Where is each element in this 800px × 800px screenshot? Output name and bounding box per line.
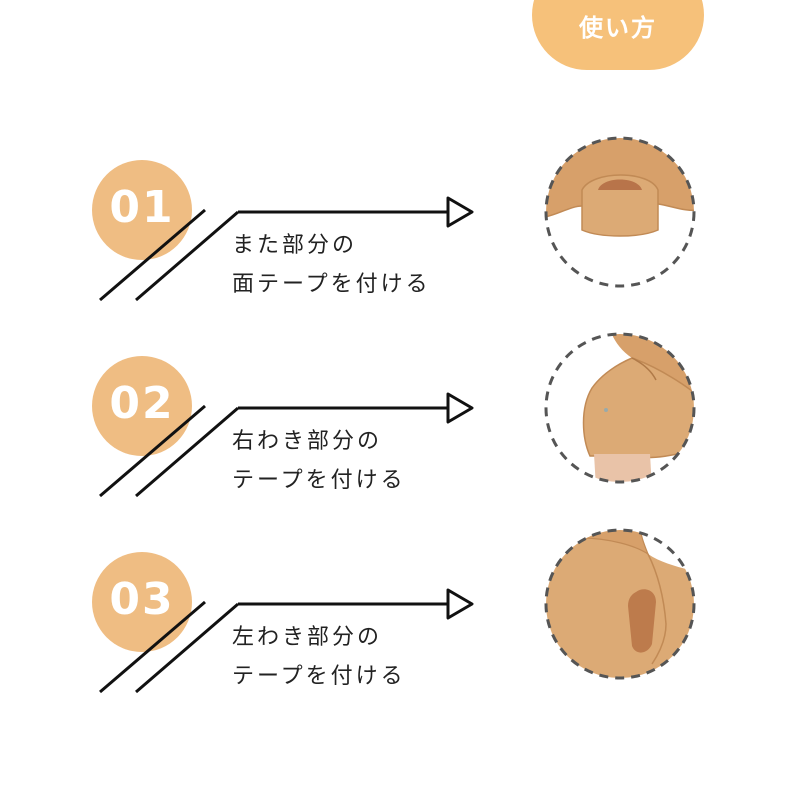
instruction-line-2: テープを付ける <box>232 468 406 493</box>
step-2: 02 右わき部分の テープを付ける <box>0 332 800 556</box>
step-instruction: また部分の 面テープを付ける <box>232 226 431 304</box>
step-number-circle <box>92 160 192 260</box>
step-number-circle <box>92 552 192 652</box>
instruction-line-1: また部分の <box>232 233 358 258</box>
header-title: 使い方 <box>579 14 657 42</box>
right-armpit-tape-photo <box>544 332 696 484</box>
left-armpit-tape-photo <box>544 528 696 680</box>
arrow-icon <box>99 588 474 694</box>
arrow-icon <box>99 392 474 498</box>
step-number: 03 <box>109 574 175 625</box>
step-instruction: 右わき部分の テープを付ける <box>232 422 406 500</box>
header-tab <box>532 0 704 70</box>
instruction-line-2: テープを付ける <box>232 664 406 689</box>
instruction-line-2: 面テープを付ける <box>232 272 431 297</box>
step-instruction: 左わき部分の テープを付ける <box>232 618 406 696</box>
step-3: 03 左わき部分の テープを付ける <box>0 528 800 752</box>
step-number: 02 <box>109 378 175 429</box>
instruction-line-1: 左わき部分の <box>232 625 383 650</box>
step-number-circle <box>92 356 192 456</box>
crotch-tape-photo <box>544 136 696 288</box>
step-number: 01 <box>109 182 175 233</box>
instruction-line-1: 右わき部分の <box>232 429 383 454</box>
arrow-icon <box>99 196 474 302</box>
step-1: 01 また部分の 面テープを付ける <box>0 136 800 360</box>
